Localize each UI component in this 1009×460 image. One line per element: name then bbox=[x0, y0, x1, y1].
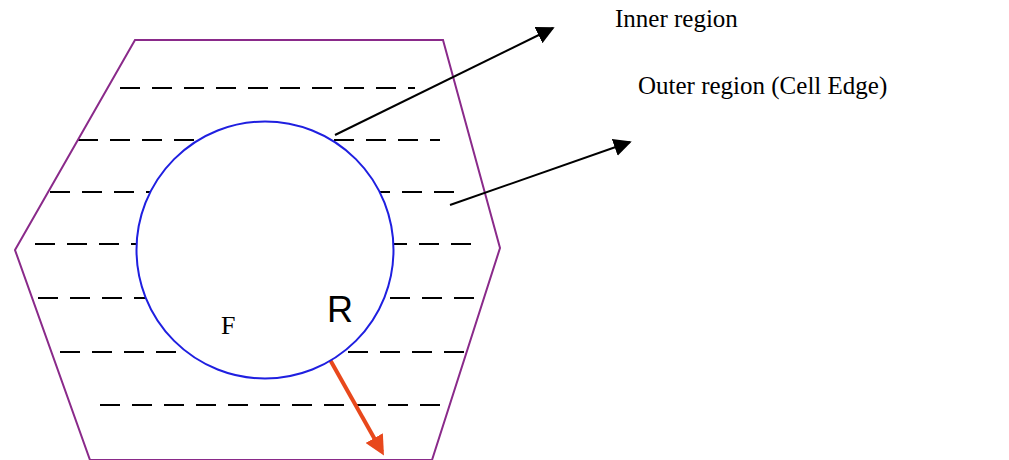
region-label: Inner region bbox=[615, 5, 738, 33]
hexagon-cell bbox=[15, 40, 500, 460]
leader-arrow bbox=[335, 28, 553, 135]
radius-label: R bbox=[327, 290, 353, 330]
circle-outline bbox=[135, 120, 395, 380]
leader-arrow bbox=[450, 142, 630, 205]
region-label: Outer region (Cell Edge) bbox=[638, 72, 887, 100]
dashed-hatching bbox=[35, 88, 478, 405]
inner-region-circle: F bbox=[135, 120, 395, 380]
region-letter: F bbox=[221, 312, 235, 341]
